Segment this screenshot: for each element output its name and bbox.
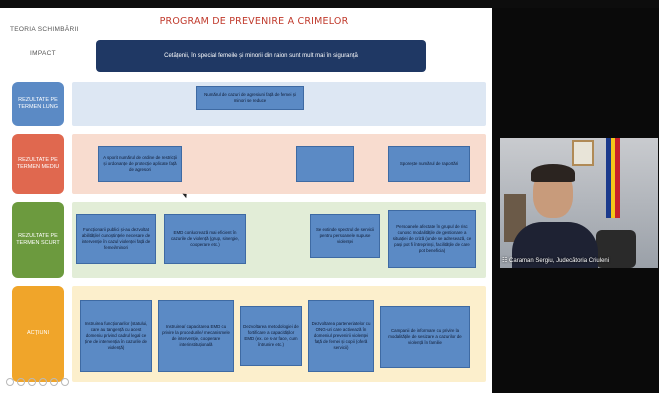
wall-frame bbox=[572, 140, 594, 166]
long-term-text: Numărul de cazuri de agresiuni față de f… bbox=[204, 92, 296, 103]
action-box-5: Campanii de informare cu privire la moda… bbox=[380, 306, 470, 368]
short-term-box-2: EMD conlucrează mai eficient în cazurile… bbox=[164, 214, 246, 264]
more-icon[interactable] bbox=[61, 378, 69, 386]
slide-toolbar bbox=[6, 378, 69, 386]
long-term-box: Numărul de cazuri de agresiuni față de f… bbox=[196, 86, 304, 110]
previous-icon[interactable] bbox=[6, 378, 14, 386]
action-text-3: Dezvoltarea metodologiei de fortificare … bbox=[243, 324, 299, 347]
theory-label: TEORIA SCHIMBĂRII bbox=[10, 26, 79, 33]
next-icon[interactable] bbox=[17, 378, 25, 386]
medium-term-box-2 bbox=[296, 146, 354, 182]
short-term-box-3: Se extinde spectrul de servicii pentru p… bbox=[310, 214, 380, 258]
row-label-long-term: REZULTATE PE TERMEN LUNG bbox=[12, 82, 64, 126]
zoom-icon[interactable] bbox=[39, 378, 47, 386]
action-box-1: Instruirea funcționarilor (statului, car… bbox=[80, 300, 152, 372]
flag-stripe-blue bbox=[606, 138, 611, 218]
short-term-text-2: EMD conlucrează mai eficient în cazurile… bbox=[170, 230, 240, 247]
impact-label: IMPACT bbox=[30, 50, 56, 57]
action-text-2: Instruirea/ capacitarea EMD cu privire l… bbox=[162, 324, 230, 347]
short-term-box-4: Persoanele afectate în grupul de risc cu… bbox=[388, 210, 476, 268]
flag-stripe-yellow bbox=[610, 138, 616, 218]
short-term-text-3: Se extinde spectrul de servicii pentru p… bbox=[315, 227, 375, 244]
grid-icon[interactable] bbox=[50, 378, 58, 386]
medium-term-box-3: Sporește numărul de raportări bbox=[388, 146, 470, 182]
pen-icon[interactable] bbox=[28, 378, 36, 386]
participant-name: Caraman Sergiu, Judecătoria Criuleni bbox=[509, 258, 610, 264]
medium-term-text-3: Sporește numărul de raportări bbox=[399, 161, 459, 167]
participant-body bbox=[512, 222, 598, 268]
flag-icon bbox=[606, 138, 621, 218]
slide-title: PROGRAM DE PREVENIRE A CRIMELOR bbox=[159, 16, 349, 27]
medium-term-box-1: A sporit numărul de ordine de restricții… bbox=[98, 146, 182, 182]
action-box-2: Instruirea/ capacitarea EMD cu privire l… bbox=[158, 300, 234, 372]
short-term-text-1: Funcționarii publici și-au dezvoltat abi… bbox=[81, 227, 151, 250]
flag-stripe-red bbox=[615, 138, 621, 218]
mic-icon: ☷ bbox=[502, 258, 510, 264]
participant-hair bbox=[531, 164, 575, 182]
chair bbox=[596, 230, 636, 268]
impact-text: Cetățenii, în special femeile și minorii… bbox=[164, 53, 358, 59]
presentation-slide: PROGRAM DE PREVENIRE A CRIMELOR TEORIA S… bbox=[4, 10, 492, 391]
participant-video[interactable] bbox=[500, 138, 658, 268]
participant-name-label: ☷ Caraman Sergiu, Judecătoria Criuleni bbox=[502, 257, 609, 264]
short-term-text-4: Persoanele afectate în grupul de risc cu… bbox=[392, 224, 472, 253]
row-label-medium-term: REZULTATE PE TERMEN MEDIU bbox=[12, 134, 64, 194]
row-label-short-term: REZULTATE PE TERMEN SCURT bbox=[12, 202, 64, 278]
action-text-4: Dezvoltarea parteneriatelor cu ONG-uri c… bbox=[311, 321, 371, 350]
action-box-4: Dezvoltarea parteneriatelor cu ONG-uri c… bbox=[308, 300, 374, 372]
top-bar bbox=[0, 0, 659, 8]
row-label-actions: ACȚIUNI bbox=[12, 286, 64, 382]
short-term-box-1: Funcționarii publici și-au dezvoltat abi… bbox=[76, 214, 156, 264]
action-box-3: Dezvoltarea metodologiei de fortificare … bbox=[240, 306, 302, 366]
action-text-5: Campanii de informare cu privire la moda… bbox=[388, 328, 462, 345]
action-text-1: Instruirea funcționarilor (statului, car… bbox=[84, 321, 148, 350]
medium-term-text-1: A sporit numărul de ordine de restricții… bbox=[103, 155, 177, 172]
impact-box: Cetățenii, în special femeile și minorii… bbox=[96, 40, 426, 72]
